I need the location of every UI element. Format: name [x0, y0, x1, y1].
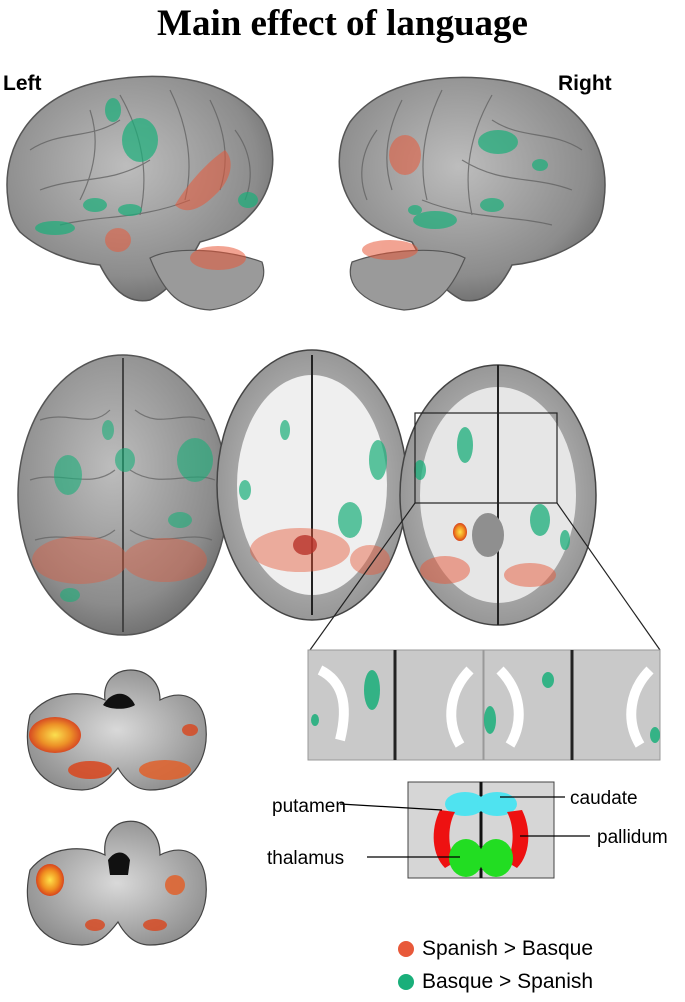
cerebellum-slice-lower [26, 820, 207, 946]
basque-clusters [35, 98, 258, 235]
superior-view-brain [17, 354, 229, 636]
putamen-label: putamen [272, 796, 346, 817]
figure-title: Main effect of language [157, 3, 528, 44]
cerebellum-slice-upper [26, 669, 207, 791]
subcortical-atlas-panel: putamen thalamus caudate pallidum [267, 781, 668, 879]
caudate-label: caudate [570, 788, 638, 809]
legend-swatch-spanish [398, 941, 414, 957]
zoom-box [414, 412, 558, 504]
thalamus-label: thalamus [267, 848, 344, 869]
thalamus-region [449, 839, 483, 877]
left-lateral-brain [6, 75, 274, 311]
right-hemisphere-label: Right [558, 72, 612, 95]
legend-label-spanish: Spanish > Basque [422, 937, 594, 960]
legend-label-basque: Basque > Spanish [422, 970, 594, 993]
caudate-region [445, 792, 485, 816]
legend-swatch-basque [398, 974, 414, 990]
zoom-inset-panels [307, 649, 661, 761]
left-hemisphere-label: Left [3, 72, 42, 95]
spanish-clusters [105, 150, 246, 270]
legend-item-basque-gt-spanish: Basque > Spanish [398, 970, 593, 994]
axial-slice-2 [309, 364, 661, 651]
pallidum-label: pallidum [597, 827, 668, 848]
right-lateral-brain [338, 76, 606, 311]
axial-slice-1 [216, 349, 408, 621]
legend-item-spanish-gt-basque: Spanish > Basque [398, 937, 593, 961]
